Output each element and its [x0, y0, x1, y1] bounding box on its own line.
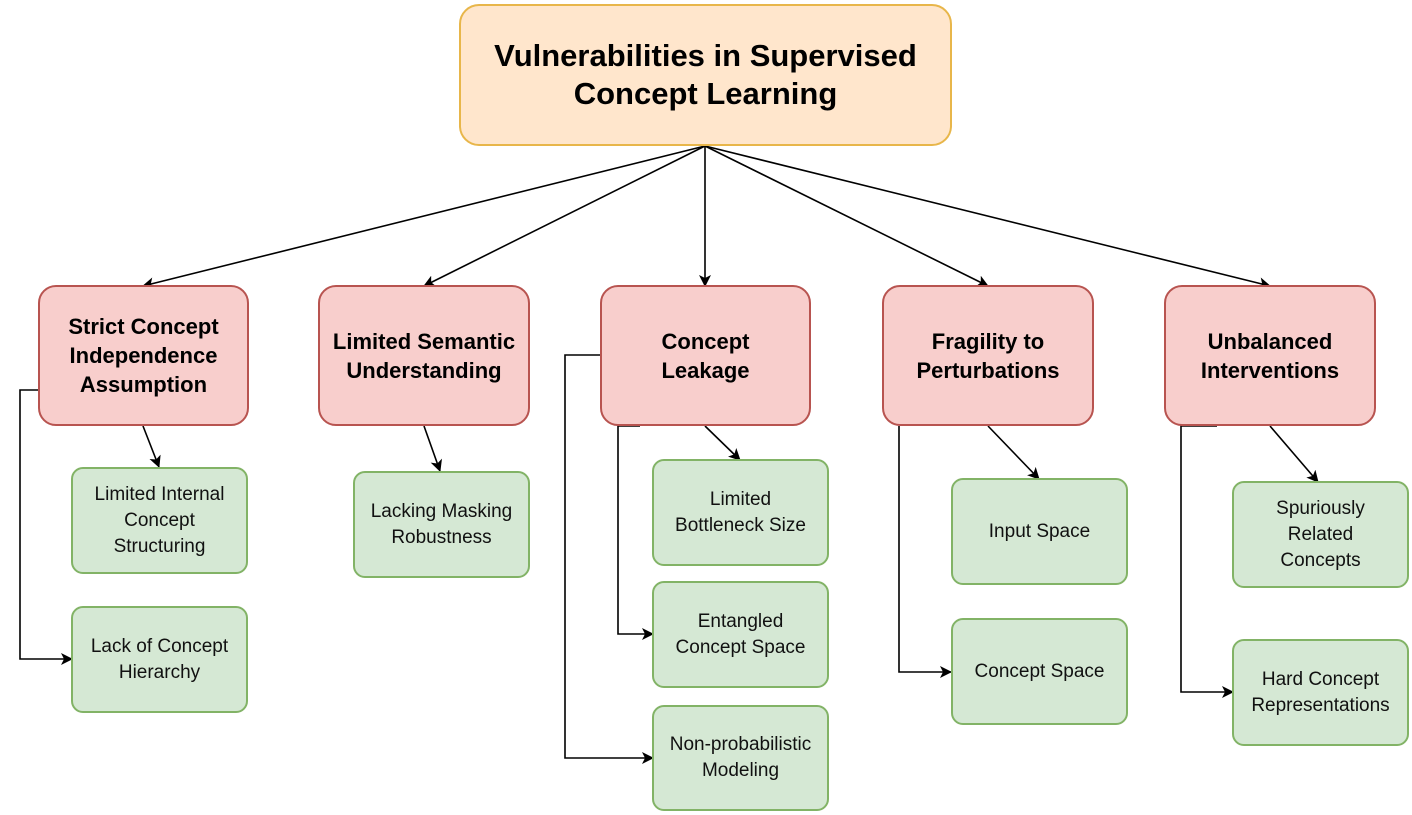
edge-root-to-cat-5 [704, 145, 1271, 290]
category-node-3: Concept Leakage [600, 285, 811, 426]
leaf-node: Limited Internal Concept Structuring [71, 467, 248, 574]
edge-root-to-cat-4 [704, 145, 989, 287]
category-node-2: Limited Semantic Understanding [318, 285, 530, 426]
leaf-node: Non-probabilistic Modeling [652, 705, 829, 811]
edge-cat-3-to-leaf-1 [704, 425, 741, 461]
leaf-node: Input Space [951, 478, 1128, 585]
leaf-node: Concept Space [951, 618, 1128, 725]
edge-cat-5-to-leaf-2 [1180, 425, 1234, 698]
edge-cat-3-to-leaf-3 [564, 354, 654, 764]
leaf-node: Hard Concept Representations [1232, 639, 1409, 746]
root-node: Vulnerabilities in Supervised Concept Le… [459, 4, 952, 146]
category-node-5: Unbalanced Interventions [1164, 285, 1376, 426]
edge-cat-5-to-leaf-1 [1269, 425, 1319, 483]
edge-cat-4-to-leaf-1 [987, 425, 1040, 480]
edge-cat-3-to-leaf-2 [617, 425, 654, 640]
leaf-node: Limited Bottleneck Size [652, 459, 829, 566]
edge-cat-4-to-leaf-2 [898, 426, 952, 678]
edge-root-to-cat-1 [142, 145, 706, 290]
leaf-node: Lacking Masking Robustness [353, 471, 530, 578]
category-node-1: Strict Concept Independence Assumption [38, 285, 249, 426]
category-node-4: Fragility to Perturbations [882, 285, 1094, 426]
edge-cat-2-to-leaf-1 [423, 425, 442, 472]
edge-cat-1-to-leaf-1 [142, 425, 161, 468]
leaf-node: Entangled Concept Space [652, 581, 829, 688]
edge-cat-1-to-leaf-2 [19, 389, 73, 665]
leaf-node: Lack of Concept Hierarchy [71, 606, 248, 713]
edge-root-to-cat-2 [423, 145, 706, 287]
leaf-node: Spuriously Related Concepts [1232, 481, 1409, 588]
